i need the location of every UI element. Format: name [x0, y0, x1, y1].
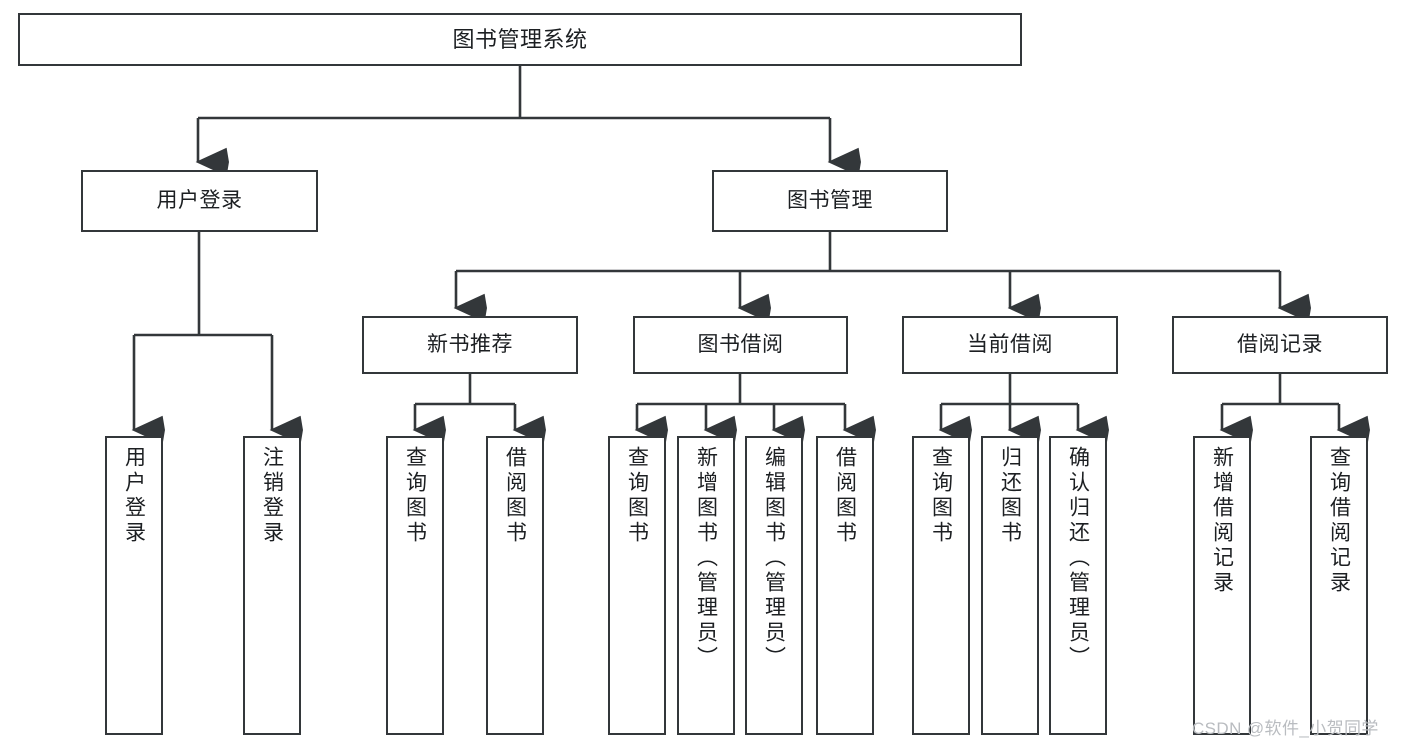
node-label: 借阅图书	[503, 446, 527, 546]
node-root-system[interactable]: 图书管理系统	[18, 13, 1022, 66]
node-label: 图书借阅	[697, 332, 784, 356]
leaf-current-borrow-return[interactable]: 归还图书	[981, 436, 1039, 735]
leaf-user-login-signin[interactable]: 用户登录	[105, 436, 163, 735]
leaf-book-borrow-lend[interactable]: 借阅图书	[816, 436, 874, 735]
node-current-borrow[interactable]: 当前借阅	[902, 316, 1118, 374]
leaf-book-borrow-query[interactable]: 查询图书	[608, 436, 666, 735]
leaf-new-book-borrow[interactable]: 借阅图书	[486, 436, 544, 735]
leaf-current-borrow-query[interactable]: 查询图书	[912, 436, 970, 735]
node-label: 当前借阅	[967, 332, 1053, 356]
leaf-book-borrow-edit[interactable]: 编辑图书（管理员）	[745, 436, 803, 735]
leaf-user-login-logout[interactable]: 注销登录	[243, 436, 301, 735]
node-new-book-recommend[interactable]: 新书推荐	[362, 316, 578, 374]
node-book-management[interactable]: 图书管理	[712, 170, 948, 232]
node-label: 确认归还（管理员）	[1066, 446, 1090, 671]
leaf-borrow-record-query[interactable]: 查询借阅记录	[1310, 436, 1368, 735]
leaf-borrow-record-add[interactable]: 新增借阅记录	[1193, 436, 1251, 735]
leaf-new-book-query[interactable]: 查询图书	[386, 436, 444, 735]
node-label: 新书推荐	[427, 332, 513, 356]
node-label: 编辑图书（管理员）	[762, 446, 786, 671]
node-label: 查询图书	[929, 446, 953, 546]
node-label: 注销登录	[260, 446, 284, 546]
node-user-login[interactable]: 用户登录	[81, 170, 318, 232]
node-label: 借阅图书	[833, 446, 857, 546]
leaf-book-borrow-add[interactable]: 新增图书（管理员）	[677, 436, 735, 735]
node-label: 借阅记录	[1237, 332, 1323, 356]
node-label: 图书管理系统	[452, 26, 588, 52]
csdn-watermark: CSDN @软件_小贺同学	[1192, 719, 1379, 738]
node-label: 图书管理	[787, 188, 873, 212]
node-label: 新增借阅记录	[1210, 446, 1234, 596]
node-label: 查询图书	[625, 446, 649, 546]
node-label: 归还图书	[998, 446, 1022, 546]
node-label: 新增图书（管理员）	[694, 446, 718, 671]
node-label: 用户登录	[156, 188, 243, 212]
node-book-borrow[interactable]: 图书借阅	[633, 316, 848, 374]
leaf-current-borrow-confirm[interactable]: 确认归还（管理员）	[1049, 436, 1107, 735]
node-label: 查询借阅记录	[1327, 446, 1351, 596]
node-label: 用户登录	[122, 446, 146, 546]
node-borrow-record[interactable]: 借阅记录	[1172, 316, 1388, 374]
node-label: 查询图书	[403, 446, 427, 546]
